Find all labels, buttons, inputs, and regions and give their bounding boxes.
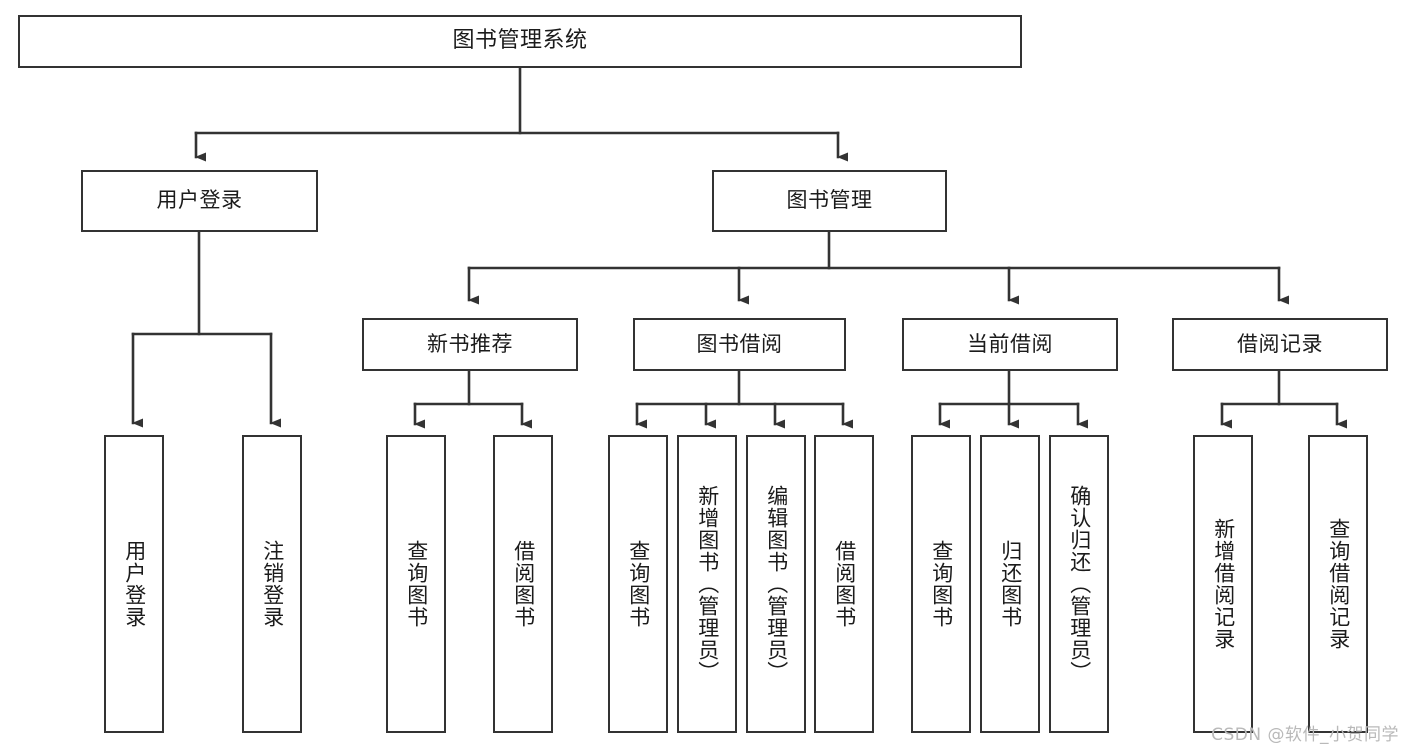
- leaf-borrow-book-2[interactable]: 借阅图书: [814, 435, 874, 733]
- node-label: 新书推荐: [427, 331, 513, 356]
- leaf-query-book-2[interactable]: 查询图书: [608, 435, 668, 733]
- leaf-user-login[interactable]: 用户登录: [104, 435, 164, 733]
- leaf-confirm-return[interactable]: 确认归还（管理员）: [1049, 435, 1109, 733]
- node-label: 新增图书（管理员）: [695, 485, 720, 683]
- leaf-add-borrow-record[interactable]: 新增借阅记录: [1193, 435, 1253, 733]
- node-current-borrow[interactable]: 当前借阅: [902, 318, 1118, 371]
- leaf-return-book[interactable]: 归还图书: [980, 435, 1040, 733]
- node-label: 图书管理系统: [452, 28, 588, 54]
- node-label: 新增借阅记录: [1211, 518, 1236, 650]
- node-new-book-recommend[interactable]: 新书推荐: [362, 318, 578, 371]
- node-borrow-record[interactable]: 借阅记录: [1172, 318, 1388, 371]
- node-label: 查询图书: [626, 540, 651, 628]
- node-book-management[interactable]: 图书管理: [712, 170, 947, 232]
- node-label: 查询图书: [929, 540, 954, 628]
- leaf-borrow-book-1[interactable]: 借阅图书: [493, 435, 553, 733]
- node-label: 图书借阅: [696, 331, 783, 356]
- node-label: 当前借阅: [967, 331, 1053, 356]
- node-root-book-management-system[interactable]: 图书管理系统: [18, 15, 1022, 68]
- leaf-add-book[interactable]: 新增图书（管理员）: [677, 435, 737, 733]
- leaf-logout-login[interactable]: 注销登录: [242, 435, 302, 733]
- leaf-query-borrow-record[interactable]: 查询借阅记录: [1308, 435, 1368, 733]
- node-label: 用户登录: [122, 540, 147, 628]
- node-label: 借阅图书: [511, 540, 536, 628]
- node-label: 查询借阅记录: [1326, 518, 1351, 650]
- csdn-watermark: CSDN @软件_小贺同学: [1211, 725, 1399, 745]
- leaf-query-book-1[interactable]: 查询图书: [386, 435, 446, 733]
- node-user-login[interactable]: 用户登录: [81, 170, 318, 232]
- node-label: 查询图书: [404, 540, 429, 628]
- node-label: 借阅记录: [1237, 331, 1323, 356]
- node-book-borrow[interactable]: 图书借阅: [633, 318, 846, 371]
- node-label: 注销登录: [260, 540, 285, 628]
- node-label: 归还图书: [998, 540, 1023, 628]
- leaf-edit-book[interactable]: 编辑图书（管理员）: [746, 435, 806, 733]
- node-label: 借阅图书: [832, 540, 857, 628]
- node-label: 图书管理: [786, 188, 873, 213]
- node-label: 编辑图书（管理员）: [764, 485, 789, 683]
- leaf-query-book-3[interactable]: 查询图书: [911, 435, 971, 733]
- node-label: 确认归还（管理员）: [1067, 485, 1092, 683]
- node-label: 用户登录: [156, 188, 243, 213]
